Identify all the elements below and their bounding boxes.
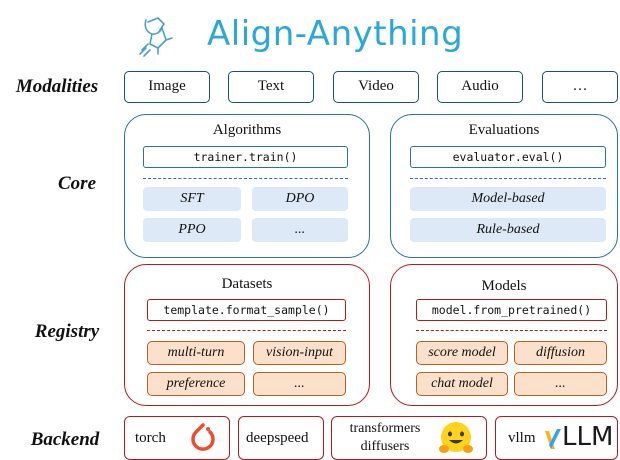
algorithms-code: trainer.train() xyxy=(143,146,348,168)
modality-text: Text xyxy=(228,71,314,103)
row-label-core: Core xyxy=(58,173,96,194)
datasets-code: template.format_sample() xyxy=(147,299,346,321)
datasets-title: Datasets xyxy=(221,276,273,292)
algorithm-ppo: PPO xyxy=(143,218,241,242)
evaluations-divider xyxy=(410,178,606,179)
algorithms-title: Algorithms xyxy=(212,122,282,138)
backend-transformers-label: transformers xyxy=(349,421,421,436)
vllm-logo-icon xyxy=(545,429,561,449)
model-chat-model: chat model xyxy=(416,372,508,396)
pytorch-flame-icon xyxy=(191,423,215,451)
algorithm-more: ... xyxy=(252,218,348,242)
modality-audio: Audio xyxy=(437,71,523,103)
dataset-preference: preference xyxy=(147,372,245,396)
evaluations-title: Evaluations xyxy=(468,122,540,138)
dataset-multi-turn: multi-turn xyxy=(147,341,245,365)
diagram-title: Align-Anything xyxy=(207,14,464,54)
algorithm-sft: SFT xyxy=(143,187,241,211)
backend-torch: torch xyxy=(124,416,230,460)
row-label-modalities: Modalities xyxy=(15,76,99,97)
backend-vllm: vllm LLM xyxy=(495,416,618,460)
rocket-hand-logo-icon xyxy=(139,17,173,57)
backend-hf: transformers diffusers xyxy=(331,416,487,460)
models-code: model.from_pretrained() xyxy=(416,299,607,321)
backend-diffusers-label: diffusers xyxy=(360,439,410,454)
backend-deepspeed-label: deepspeed xyxy=(246,430,309,446)
backend-vllm-label: vllm xyxy=(508,430,536,446)
dataset-more: ... xyxy=(253,372,346,396)
modality-image: Image xyxy=(124,71,210,103)
algorithms-divider xyxy=(143,178,348,179)
datasets-divider xyxy=(147,330,346,331)
model-diffusion: diffusion xyxy=(514,341,607,365)
backend-vllm-logo-text: LLM xyxy=(562,422,614,452)
evaluations-code: evaluator.eval() xyxy=(410,146,606,168)
models-title: Models xyxy=(481,278,527,294)
modality-video: Video xyxy=(333,71,419,103)
row-label-registry: Registry xyxy=(34,321,100,342)
backend-deepspeed: deepspeed xyxy=(238,416,324,460)
dataset-vision-input: vision-input xyxy=(253,341,346,365)
row-label-backend: Backend xyxy=(30,429,100,450)
modality-more: … xyxy=(542,71,618,103)
models-divider xyxy=(416,330,607,331)
backend-torch-label: torch xyxy=(135,430,166,446)
evaluation-rule-based: Rule-based xyxy=(410,218,606,242)
evaluation-model-based: Model-based xyxy=(410,187,606,211)
model-score-model: score model xyxy=(416,341,508,365)
algorithm-dpo: DPO xyxy=(252,187,348,211)
model-more: ... xyxy=(514,372,607,396)
hugging-face-icon xyxy=(439,422,473,453)
